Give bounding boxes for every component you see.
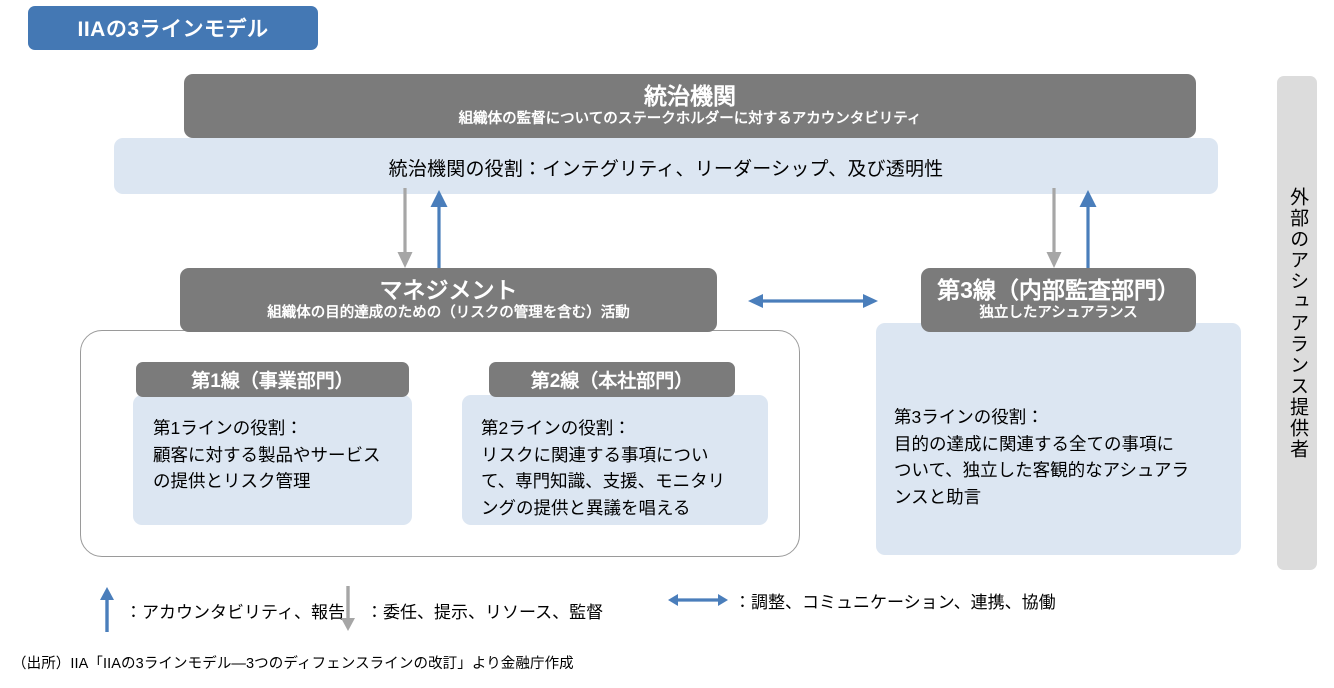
governing-body-subtitle: 組織体の監督についてのステークホルダーに対するアカウンタビリティ (458, 111, 922, 128)
source-footnote: （出所）IIA「IIAの3ラインモデル―3つのディフェンスラインの改訂」より金融… (12, 656, 574, 672)
governing-body-box: 統治機関 組織体の監督についてのステークホルダーに対するアカウンタビリティ (184, 74, 1196, 138)
line2-panel (462, 395, 768, 525)
arrow-down-icon (1046, 188, 1062, 268)
management-subtitle: 組織体の目的達成のための（リスクの管理を含む）活動 (267, 305, 630, 322)
line3-panel (876, 323, 1241, 555)
line3-title: 第3線（内部監査部門） (937, 277, 1180, 304)
legend-label: ：委任、提示、リソース、監督 (366, 602, 604, 622)
line1-panel (133, 395, 412, 525)
arrow-down-icon (341, 586, 355, 631)
arrow-up-icon (1079, 190, 1097, 272)
management-box: マネジメント 組織体の目的達成のための（リスクの管理を含む）活動 (180, 268, 717, 332)
line1-label: 第1線（事業部門） (136, 362, 409, 397)
line3-box: 第3線（内部監査部門） 独立したアシュアランス (921, 268, 1196, 332)
arrow-down-icon (397, 188, 413, 268)
arrow-up-icon (100, 587, 114, 632)
line3-subtitle: 独立したアシュアランス (979, 305, 1138, 322)
line3-body-text: 第3ラインの役割： 目的の達成に関連する全ての事項に ついて、独立した客観的なア… (894, 407, 1190, 507)
legend-label: ：アカウンタビリティ、報告 (125, 602, 345, 622)
legend-label: ：調整、コミュニケーション、連携、協働 (734, 593, 1056, 612)
arrow-up-icon (430, 190, 448, 272)
external-assurance-label: 外部のアシュアランス提供者 (1287, 186, 1309, 460)
legend-item: ：アカウンタビリティ、報告 (95, 586, 345, 632)
arrow-left-right-icon (668, 593, 728, 606)
legend: ：アカウンタビリティ、報告 ：委任、提示、リソース、監督 ：調整、コミュニケーシ… (0, 572, 1334, 632)
governance-line3-arrow-pair (1046, 188, 1097, 272)
legend-item: ：委任、提示、リソース、監督 (336, 586, 603, 632)
management-title: マネジメント (379, 277, 518, 304)
governance-role-band: 統治機関の役割：インテグリティ、リーダーシップ、及び透明性 (114, 138, 1218, 194)
external-assurance-bar: 外部のアシュアランス提供者 (1277, 76, 1317, 570)
arrow-left-right-icon (748, 294, 878, 308)
line2-label: 第2線（本社部門） (489, 362, 735, 397)
governance-role-text: 統治機関の役割：インテグリティ、リーダーシップ、及び透明性 (388, 158, 944, 180)
governing-body-title: 統治機関 (644, 83, 736, 110)
line1-body-text: 第1ラインの役割： 顧客に対する製品やサービス の提供とリスク管理 (153, 418, 381, 492)
legend-item: ：調整、コミュニケーション、連携、協働 (668, 586, 1056, 613)
governance-management-arrow-pair (397, 188, 448, 272)
diagram-title: IIAの3ラインモデル (28, 6, 318, 50)
line2-body-text: 第2ラインの役割： リスクに関連する事項につい て、専門知識、支援、モニタリ ン… (481, 418, 726, 518)
